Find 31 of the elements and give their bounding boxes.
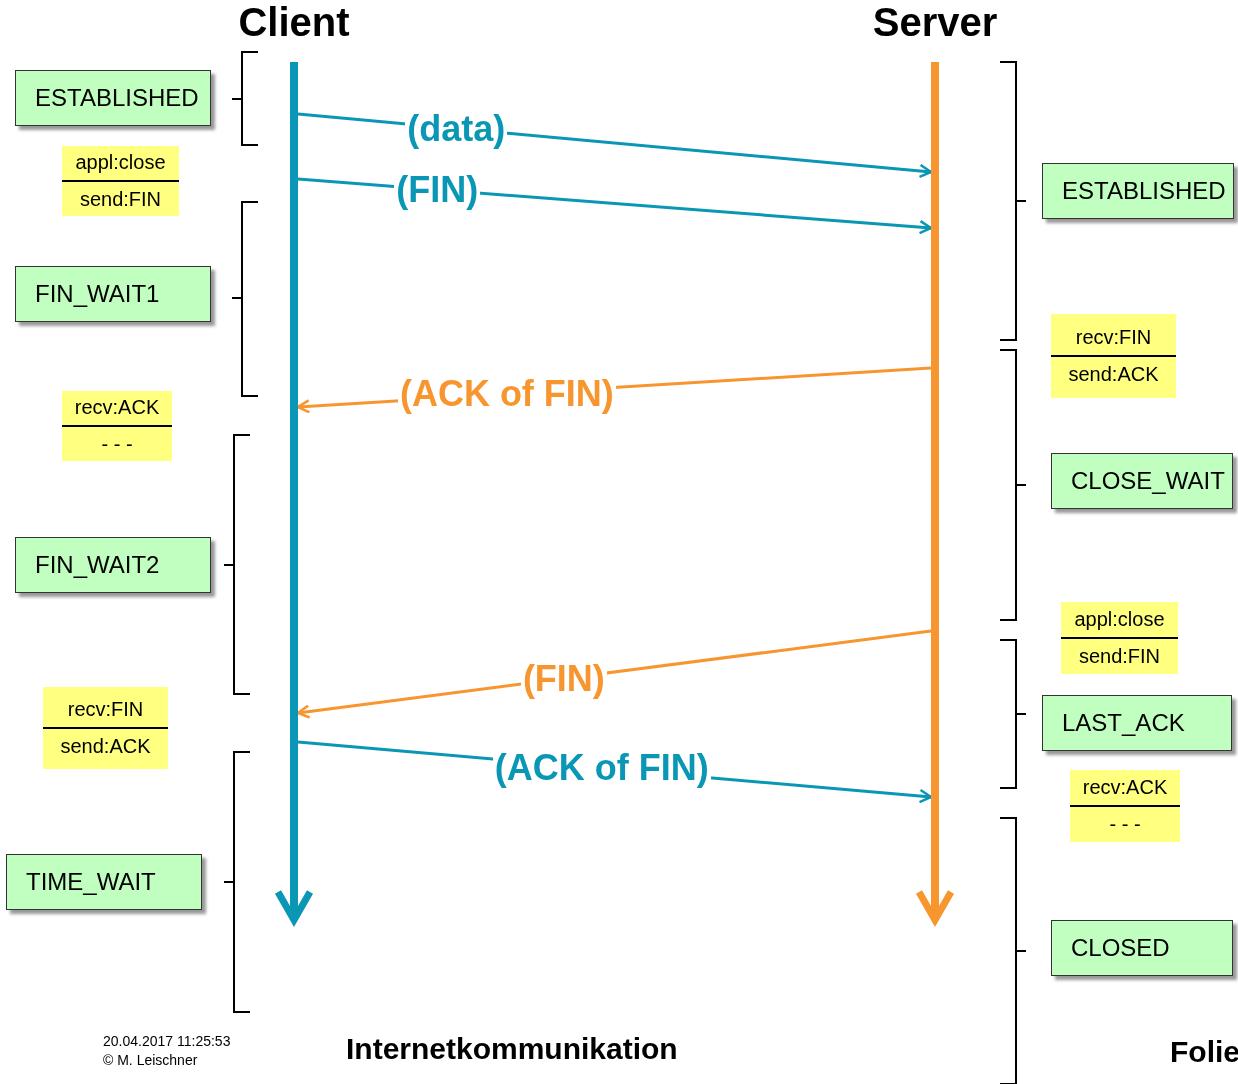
transition-note <box>43 687 168 769</box>
state-box: TIME_WAIT <box>6 854 202 910</box>
event-text: recv:ACK <box>1082 776 1168 799</box>
copyright-text: © M. Leischner <box>103 1052 198 1068</box>
event-text: appl:close <box>75 151 166 174</box>
lifeline-label: Server <box>871 0 999 44</box>
action-text: - - - <box>1109 813 1141 836</box>
event-text: recv:ACK <box>74 396 160 419</box>
state-box: FIN_WAIT1 <box>15 266 211 322</box>
transition-note <box>1070 770 1180 842</box>
transition-note <box>62 146 179 216</box>
event-text: appl:close <box>1074 608 1165 631</box>
transition-note <box>1051 314 1176 398</box>
lifeline-label: Client <box>237 0 351 44</box>
state-box: FIN_WAIT2 <box>15 537 211 593</box>
state-box: ESTABLISHED <box>15 70 211 126</box>
state-box: CLOSE_WAIT <box>1051 453 1233 509</box>
action-text: send:FIN <box>1078 645 1161 668</box>
action-text: send:ACK <box>1068 363 1159 386</box>
action-text: - - - <box>101 433 133 456</box>
state-box: CLOSED <box>1051 920 1233 976</box>
transition-note <box>1061 602 1178 674</box>
action-text: send:ACK <box>60 735 151 758</box>
event-text: recv:FIN <box>1075 326 1152 349</box>
event-text: recv:FIN <box>67 698 144 721</box>
footer-date: 20.04.2017 11:25:53 <box>103 1033 231 1049</box>
transition-note <box>62 391 172 461</box>
action-text: send:FIN <box>79 188 162 211</box>
state-box: ESTABLISHED <box>1042 163 1234 219</box>
state-box: LAST_ACK <box>1042 695 1232 751</box>
footer-title: Internetkommunikation <box>346 1032 678 1066</box>
